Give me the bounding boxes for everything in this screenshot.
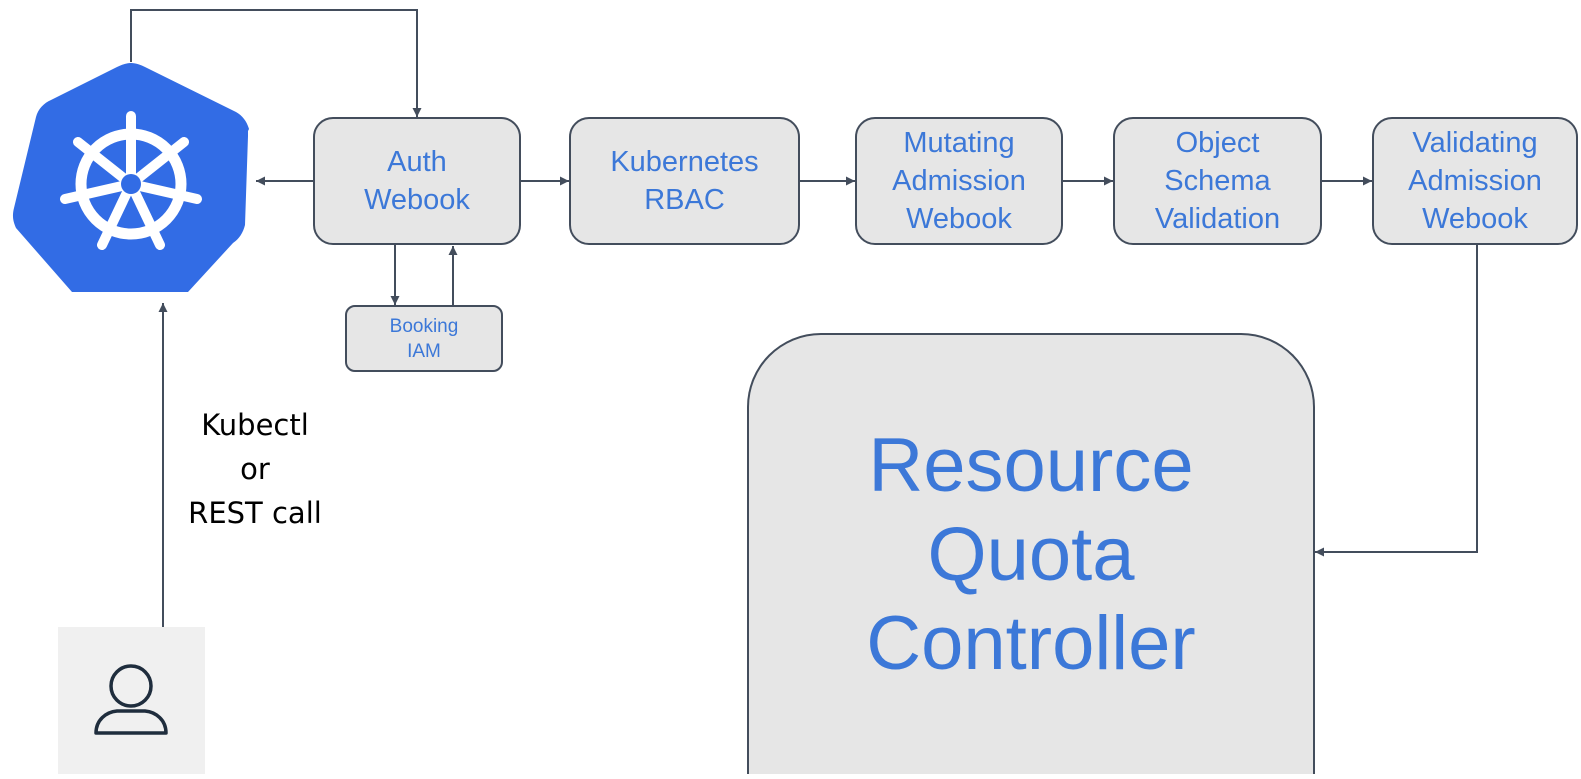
booking-iam-label: Booking IAM	[389, 315, 459, 362]
mutating-admission-box: Mutating Admission Webook	[855, 117, 1063, 245]
kubernetes-helm-wheel-icon	[12, 63, 249, 292]
auth-webhook-box: Auth Webook	[313, 117, 521, 245]
object-schema-label: Object Schema Validation	[1154, 127, 1281, 235]
user-outline-icon	[94, 664, 168, 735]
arrow-validating-to-quota	[1315, 245, 1478, 557]
user-tile	[58, 627, 205, 774]
resource-quota-controller-label: Resource Quota Controller	[866, 423, 1196, 686]
validating-admission-box: Validating Admission Webook	[1372, 117, 1578, 245]
arrow-cluster-to-auth	[130, 9, 422, 117]
kubectl-rest-call-label: Kubectl or REST call	[188, 408, 322, 530]
resource-quota-controller-box: Resource Quota Controller	[747, 333, 1315, 774]
booking-iam-box: Booking IAM	[345, 305, 503, 372]
validating-admission-label: Validating Admission Webook	[1408, 127, 1542, 235]
kubernetes-rbac-label: Kubernetes RBAC	[610, 146, 759, 216]
auth-webhook-label: Auth Webook	[364, 146, 470, 216]
kubernetes-rbac-box: Kubernetes RBAC	[569, 117, 800, 245]
object-schema-box: Object Schema Validation	[1113, 117, 1322, 245]
mutating-admission-label: Mutating Admission Webook	[892, 127, 1026, 235]
